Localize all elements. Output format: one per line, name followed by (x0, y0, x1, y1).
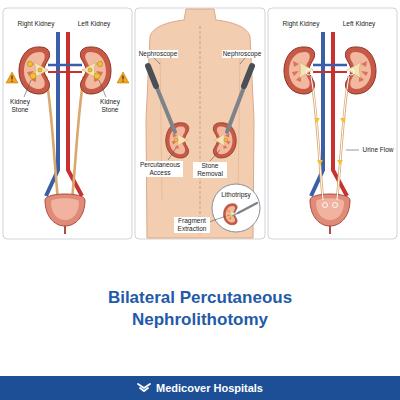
part-label: Nephroscope (138, 50, 179, 58)
warning-mark (122, 76, 123, 80)
stone-fragment (230, 215, 232, 217)
brand-logo-mark (138, 384, 150, 391)
panel-frame (3, 8, 132, 239)
brand-bar: Medicover Hospitals (0, 376, 400, 400)
ureteral-stent (306, 69, 354, 208)
part-label: Lithotripsy (220, 191, 252, 199)
part-label: Urine Flow (361, 146, 394, 154)
inset-circle (212, 184, 260, 232)
part-label: Percutaneous Access (137, 161, 183, 177)
nephroscope-shaft (148, 66, 175, 132)
nephroscope-grip (244, 66, 252, 86)
flow-arrow (337, 160, 343, 165)
leader-line (24, 80, 106, 97)
stone (224, 138, 228, 142)
stent (337, 76, 349, 200)
diagram-title: Bilateral Percutaneous Nephrolithotomy (65, 287, 335, 331)
flow-arrow (340, 118, 346, 123)
part-label: Kidney Stone (5, 98, 35, 114)
urinary-tract (19, 32, 111, 234)
part-label: Left Kidney (77, 20, 112, 28)
leader-line (346, 150, 359, 151)
spine (199, 26, 200, 236)
stent-curl (348, 69, 354, 75)
part-label: Right Kidney (282, 20, 321, 28)
panel-frame (268, 8, 397, 239)
nephroscope-grip (148, 66, 156, 86)
leader-line (210, 150, 220, 161)
part-label: Right Kidney (17, 20, 56, 28)
stone (27, 61, 32, 66)
nephroscope-shaft (227, 66, 252, 132)
lithotripsy-inset (212, 184, 260, 232)
nephroscope (148, 66, 252, 132)
stent-curl (306, 69, 312, 75)
warning-sign (6, 72, 129, 83)
nephroscope-tip (238, 203, 257, 213)
part-label: Fragment Extraction (174, 217, 210, 233)
part-label: Nephroscope (222, 50, 263, 58)
warning-triangle (6, 72, 18, 83)
left-kidney (213, 123, 236, 158)
stent (311, 76, 323, 200)
warning-triangle (117, 72, 129, 83)
stone (97, 61, 102, 66)
stent-curl (333, 203, 338, 208)
part-label: Kidney Stone (95, 98, 125, 114)
leader-line (209, 216, 226, 222)
leader-line (154, 58, 245, 64)
part-label: Left Kidney (342, 20, 377, 28)
flow-arrow (317, 160, 323, 165)
stone (174, 138, 178, 142)
leader-line (168, 148, 176, 160)
brand-logo (137, 383, 151, 393)
urinary-tract (284, 32, 376, 234)
kidney-stones (27, 61, 102, 79)
stone-fragment (228, 219, 230, 221)
laser-beam (232, 213, 238, 216)
flow-arrow (314, 118, 320, 123)
flow-arrow (314, 118, 346, 165)
panel-frame (135, 8, 265, 239)
kidney (223, 204, 237, 225)
part-label: Stone Removal (193, 162, 227, 178)
stone (38, 68, 42, 72)
right-kidney (166, 123, 189, 158)
stone (30, 73, 36, 79)
stone (88, 68, 92, 72)
brand-name: Medicover Hospitals (156, 382, 263, 394)
stone (94, 73, 100, 79)
stent-curl (323, 203, 328, 208)
warning-mark (11, 76, 12, 80)
stone-fragment (227, 211, 229, 213)
warning-mark (11, 81, 12, 82)
warning-mark (122, 81, 123, 82)
